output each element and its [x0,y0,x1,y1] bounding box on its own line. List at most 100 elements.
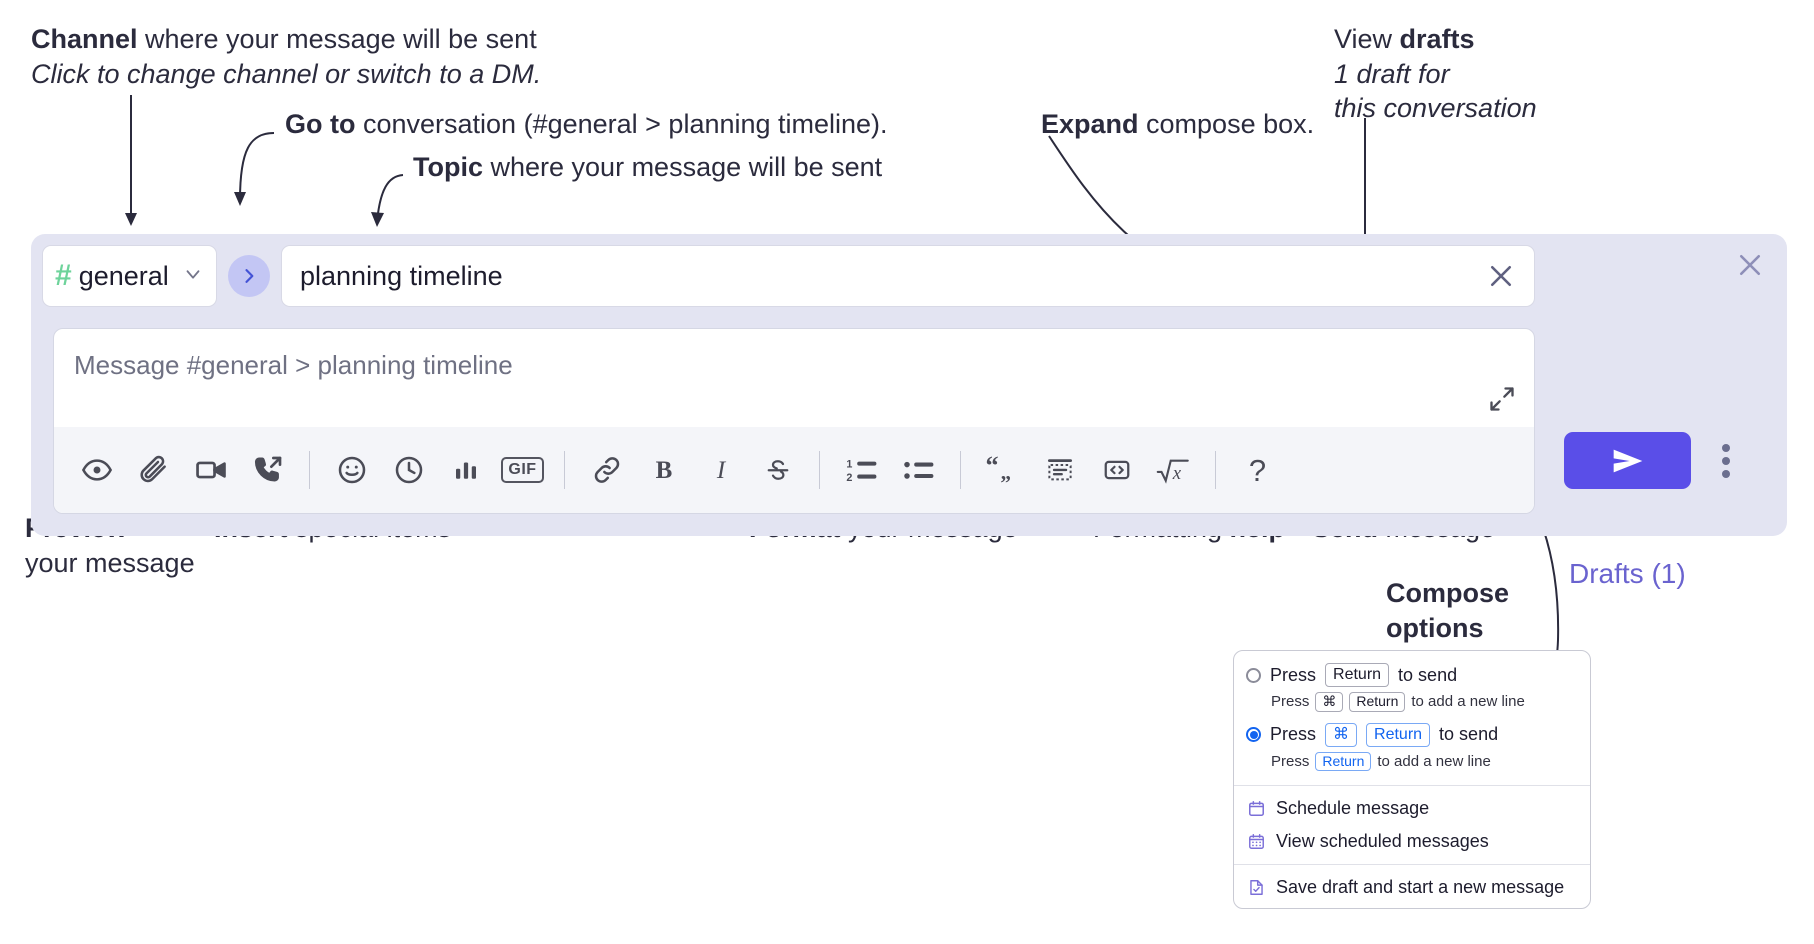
svg-text:x: x [1171,463,1181,484]
link-icon[interactable] [578,442,635,498]
menu-item-view-scheduled[interactable]: View scheduled messages [1234,825,1590,858]
menu-divider [1234,864,1590,865]
annotation-copts-bold1: Compose [1386,578,1510,608]
opt1-sub-rest: to add a new line [1411,693,1525,711]
annotation-goto-bold: Go to [285,109,356,139]
radio-cmd-return-to-send[interactable] [1246,727,1261,742]
formatting-help-icon[interactable]: ? [1229,442,1286,498]
opt2-to-send: to send [1439,724,1499,744]
channel-selector[interactable]: # general [42,245,217,307]
draft-check-icon [1246,878,1266,898]
annotation-expand: Expand compose box. [1041,107,1314,142]
blockquote-icon[interactable]: “ „ [974,442,1031,498]
strikethrough-icon[interactable] [749,442,806,498]
clear-topic-icon[interactable] [1484,259,1518,293]
close-icon[interactable] [1733,248,1767,282]
annotation-channel: Channel where your message will be sent … [31,22,541,91]
huddle-phone-icon[interactable] [239,442,296,498]
opt2-key-return: Return [1366,722,1431,747]
radio-return-to-send[interactable] [1246,667,1261,683]
annotation-drafts-italic1: 1 draft for [1334,58,1450,89]
italic-icon[interactable]: I [692,442,749,498]
menu-item-label: Schedule message [1276,798,1430,818]
svg-text:I: I [715,457,726,484]
annotation-drafts-bold: drafts [1399,24,1475,54]
message-input[interactable]: Message #general > planning timeline [74,349,513,380]
bulleted-list-icon[interactable] [890,442,947,498]
annotation-expand-rest: compose box. [1138,109,1315,139]
compose-header-row: # general planning timeline [42,245,1535,307]
topic-input[interactable]: planning timeline [281,245,1535,307]
svg-text:2: 2 [846,472,852,484]
annotation-channel-bold: Channel [31,24,138,54]
opt1-sub-key-return: Return [1349,692,1406,712]
go-to-conversation-button[interactable] [228,255,270,297]
opt2-key-cmd: ⌘ [1325,722,1358,747]
compose-panel: # general planning timeline [31,234,1787,589]
compose-inner: # general planning timeline [42,245,1535,525]
help-label: ? [1248,452,1267,488]
kebab-dot [1722,444,1730,452]
ordered-list-icon[interactable]: 1 2 [833,442,890,498]
send-option-return[interactable]: Press Return to send Press ⌘ Return to a… [1234,660,1590,720]
calendar-clock-icon [1246,799,1266,819]
opt1-to-send: to send [1398,664,1458,685]
emoji-icon[interactable] [323,442,380,498]
bar-chart-icon[interactable] [437,442,494,498]
message-editor: Message #general > planning timeline [53,328,1535,514]
menu-item-schedule-message[interactable]: Schedule message [1234,792,1590,825]
annotation-topic-bold: Topic [413,152,483,182]
code-block-icon[interactable] [1031,442,1088,498]
compose-options-menu-button[interactable] [1712,444,1740,478]
annotation-expand-bold: Expand [1041,109,1139,139]
opt2-press: Press [1270,724,1317,744]
calendar-grid-icon [1246,832,1266,852]
send-option-cmd-return[interactable]: Press ⌘ Return to send Press Return to a… [1234,720,1590,780]
opt2-sub-rest: to add a new line [1377,752,1491,770]
opt1-sub-key-cmd: ⌘ [1315,692,1344,712]
bold-icon[interactable]: B [635,442,692,498]
kebab-dot [1722,470,1730,478]
svg-text:“: “ [985,455,998,480]
gif-label: GIF [501,457,544,483]
opt2-sub-key-return: Return [1315,751,1372,771]
annotation-drafts: View drafts 1 draft for this conversatio… [1334,22,1537,126]
menu-item-save-draft[interactable]: Save draft and start a new message [1234,871,1590,908]
annotation-drafts-plain: View [1334,24,1400,54]
toolbar-divider [960,451,961,489]
toolbar-divider [309,451,310,489]
opt1-key-return: Return [1325,663,1390,687]
svg-text:B: B [655,457,672,484]
annotation-copts-bold2: options [1386,612,1484,643]
eye-icon[interactable] [68,442,125,498]
opt2-sub-press: Press [1271,752,1310,770]
send-button[interactable] [1564,432,1691,489]
svg-text:1: 1 [846,459,852,471]
math-icon[interactable]: x [1145,442,1202,498]
paperclip-icon[interactable] [125,442,182,498]
opt1-sub-press: Press [1271,693,1310,711]
toolbar-divider [1215,451,1216,489]
channel-name: general [78,260,169,291]
annotation-goto: Go to conversation (#general > planning … [285,107,888,142]
annotation-topic: Topic where your message will be sent [413,150,882,185]
video-camera-icon[interactable] [182,442,239,498]
code-icon[interactable] [1088,442,1145,498]
toolbar-divider [819,451,820,489]
expand-compose-icon[interactable] [1484,381,1520,417]
clock-icon[interactable] [380,442,437,498]
topic-value: planning timeline [300,260,503,291]
toolbar-divider [564,451,565,489]
menu-item-label: View scheduled messages [1276,831,1489,851]
svg-text:„: „ [1000,460,1011,484]
gif-icon[interactable]: GIF [494,442,551,498]
drafts-link[interactable]: Drafts (1) [1569,558,1686,589]
hash-icon: # [55,259,72,292]
kebab-dot [1722,457,1730,465]
formatting-toolbar: GIF B I [54,427,1534,513]
annotation-topic-rest: where your message will be sent [483,152,883,182]
annotation-preview-rest: your message [25,547,195,578]
menu-divider [1234,785,1590,786]
annotation-channel-rest: where your message will be sent [137,24,537,54]
compose-options-menu: Press Return to send Press ⌘ Return to a… [1233,650,1591,909]
